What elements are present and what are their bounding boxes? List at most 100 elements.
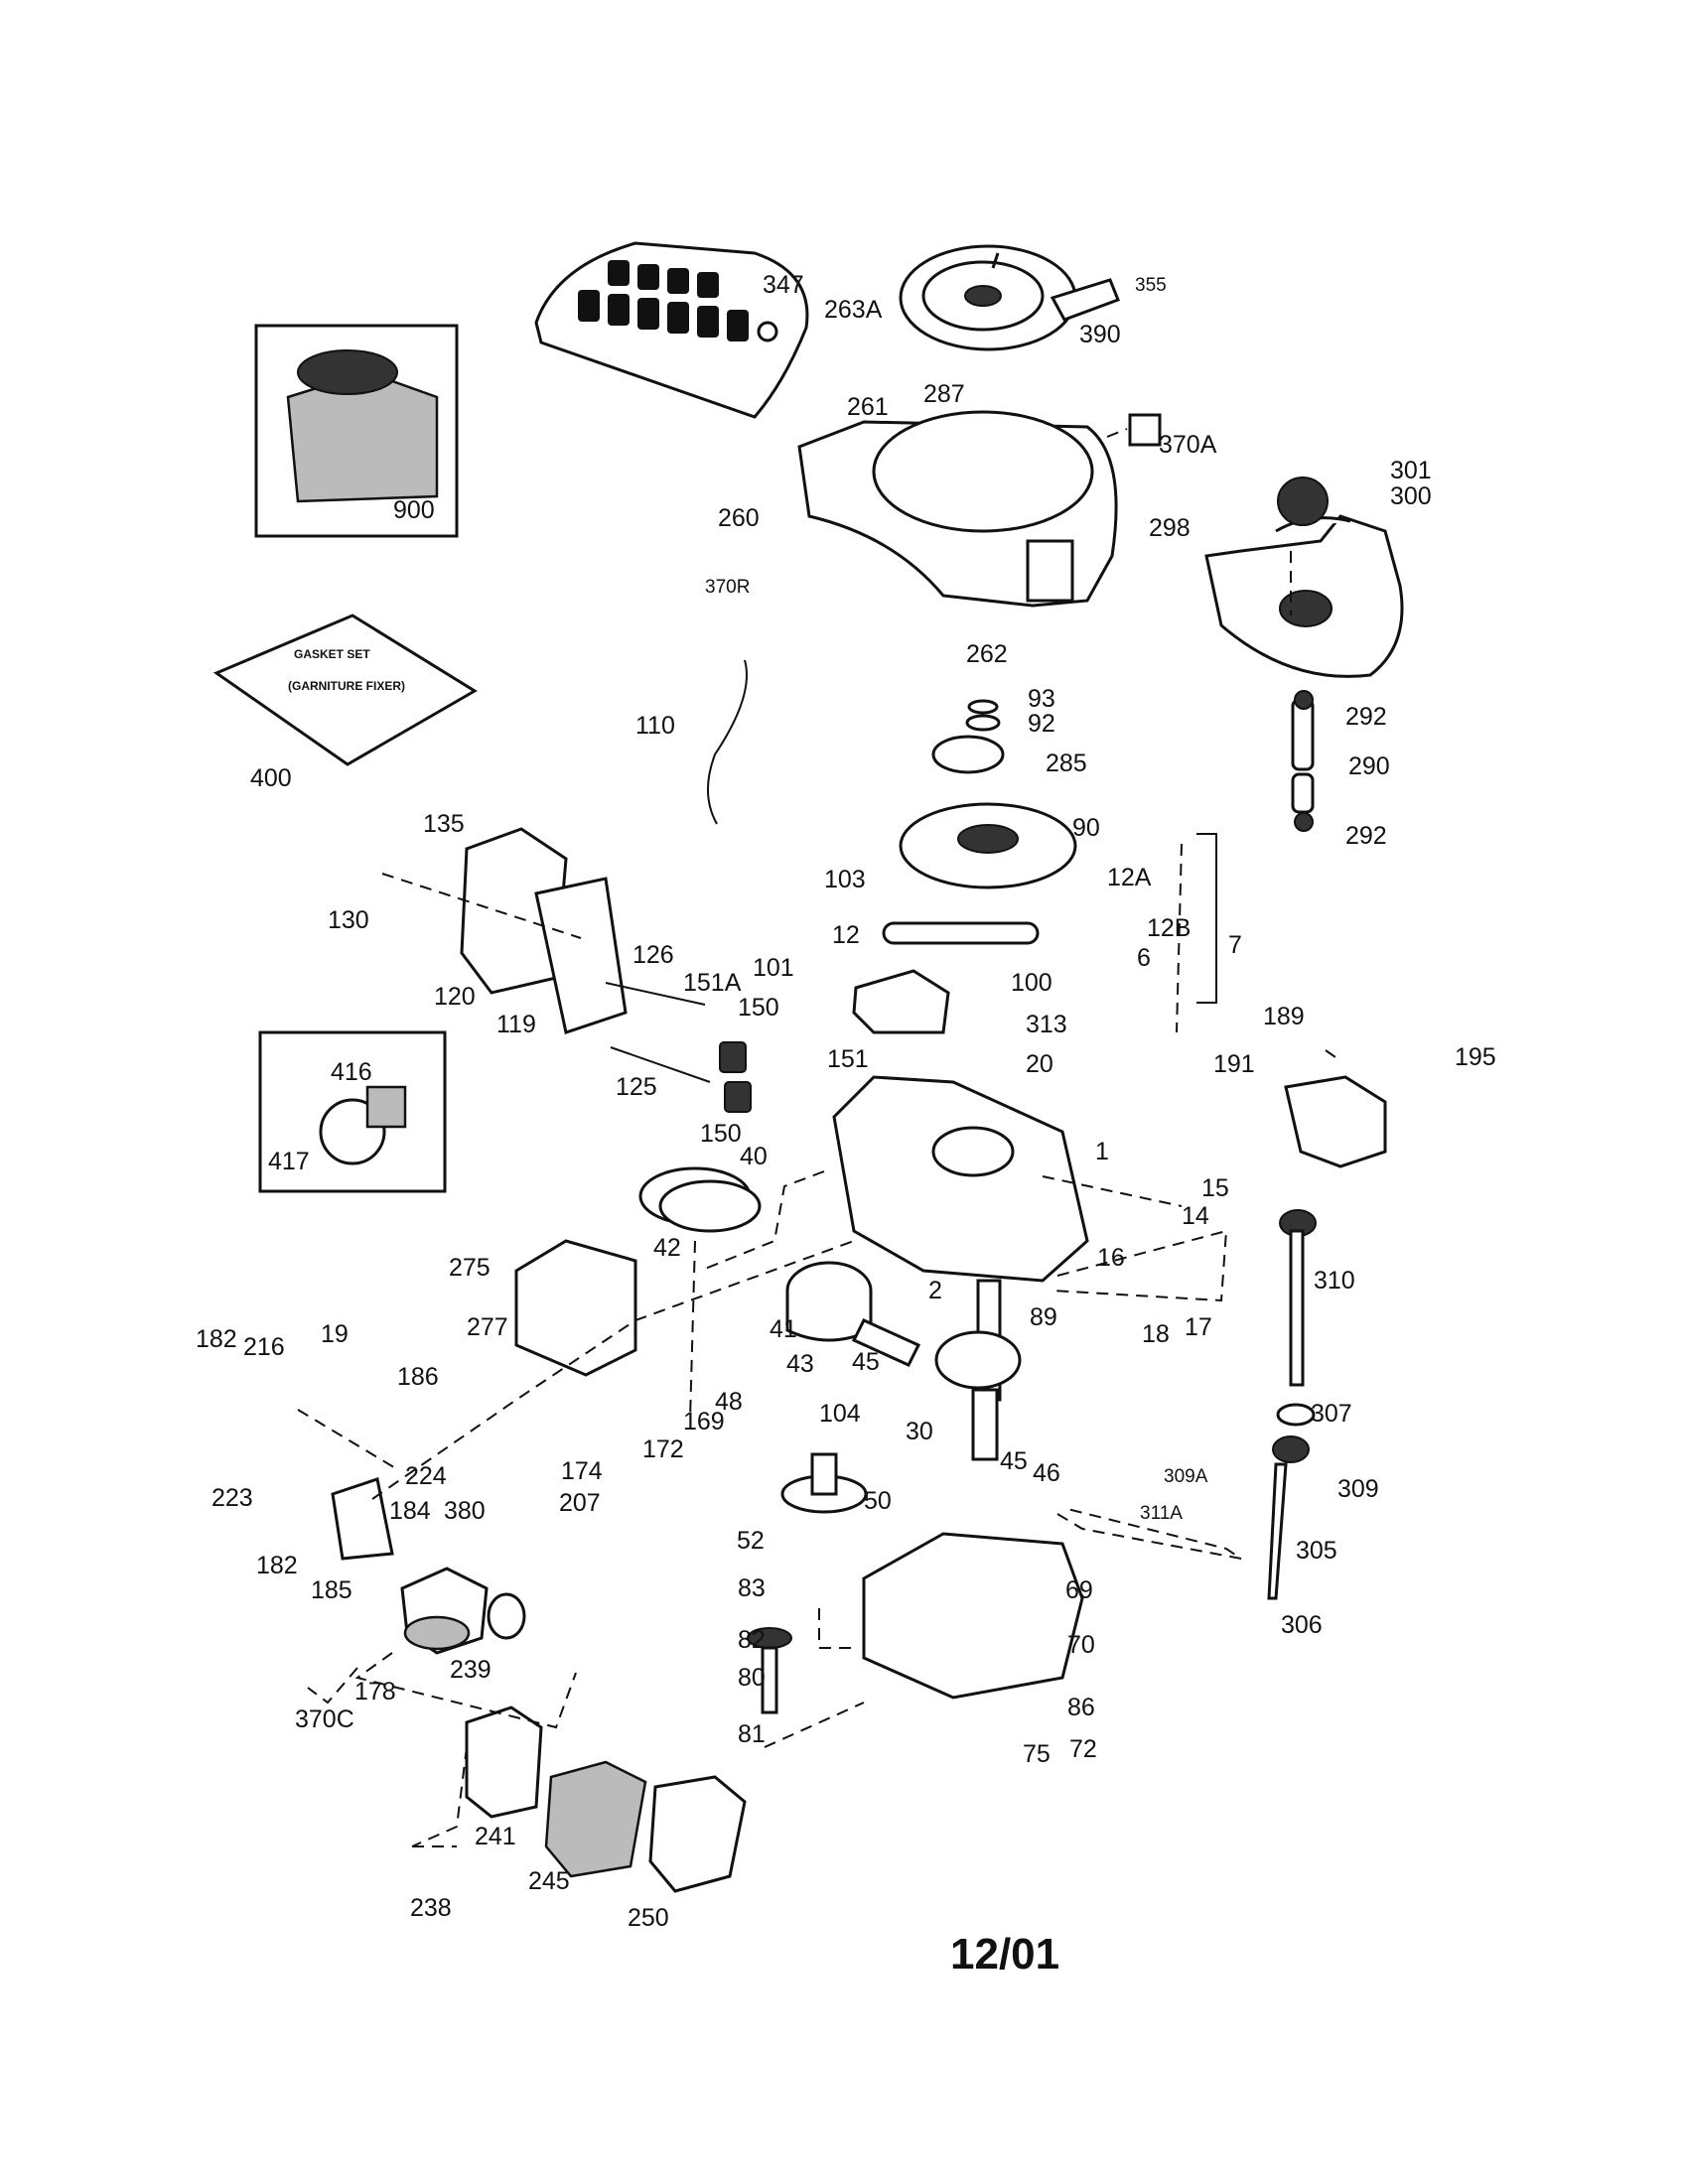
- engine-inset-box: [254, 324, 459, 538]
- fuel-tank: [1204, 514, 1404, 678]
- label-126: 126: [632, 941, 674, 969]
- exhaust-valve: [610, 1046, 711, 1083]
- label-151a: 151A: [683, 969, 742, 997]
- bracket-7: [1196, 833, 1217, 1004]
- flywheel: [899, 699, 1077, 889]
- label-195: 195: [1455, 1043, 1496, 1071]
- gasket-set-label: GASKET SET: [294, 647, 370, 661]
- label-309: 309: [1337, 1475, 1379, 1503]
- label-174: 174: [561, 1457, 603, 1485]
- label-301: 301: [1390, 457, 1432, 484]
- dash-182: [297, 1409, 398, 1470]
- label-48: 48: [715, 1388, 743, 1416]
- dash-7: [1176, 843, 1183, 1033]
- air-filter-element: [544, 1760, 647, 1878]
- label-90: 90: [1072, 814, 1100, 842]
- label-262: 262: [966, 640, 1008, 668]
- label-370c: 370C: [295, 1706, 354, 1733]
- label-17: 17: [1185, 1313, 1212, 1341]
- label-370r: 370R: [705, 577, 750, 598]
- label-2: 2: [928, 1277, 942, 1304]
- label-309a: 309A: [1164, 1466, 1208, 1487]
- label-191: 191: [1213, 1050, 1255, 1078]
- label-150-bottom: 150: [700, 1120, 742, 1148]
- air-filter-base: [465, 1706, 543, 1819]
- label-46: 46: [1033, 1459, 1060, 1487]
- label-347: 347: [763, 271, 804, 299]
- blower-housing: [797, 410, 1118, 608]
- label-370a: [1128, 413, 1162, 447]
- date-code: 12/01: [950, 1930, 1059, 1979]
- label-186: 186: [397, 1363, 439, 1391]
- label-390: 390: [1079, 321, 1121, 348]
- label-45-rod: 45: [852, 1348, 880, 1376]
- label-75: 75: [1023, 1740, 1051, 1768]
- gasket-set-sublabel: (GARNITURE FIXER): [288, 679, 405, 693]
- label-110: 110: [635, 712, 675, 740]
- label-89: 89: [1030, 1303, 1057, 1331]
- dipstick: [1279, 1209, 1317, 1387]
- label-311a: 311A: [1140, 1503, 1183, 1524]
- label-119: 119: [496, 1011, 536, 1038]
- dash-40: [699, 1170, 825, 1272]
- dash-16-17: [1052, 1229, 1228, 1302]
- label-72: 72: [1069, 1735, 1097, 1763]
- label-120: 120: [434, 983, 476, 1011]
- label-69: 69: [1065, 1576, 1093, 1604]
- gasket-set-envelope: GASKET SET (GARNITURE FIXER): [212, 614, 478, 766]
- label-41: 41: [770, 1315, 797, 1343]
- label-245: 245: [528, 1867, 570, 1895]
- label-1: 1: [1095, 1138, 1109, 1165]
- label-310: 310: [1314, 1267, 1355, 1295]
- intake-valve: [605, 982, 706, 1006]
- label-14: 14: [1182, 1202, 1209, 1230]
- label-135: 135: [423, 810, 465, 838]
- label-292-top: 292: [1345, 703, 1387, 731]
- label-184: 184: [389, 1497, 431, 1525]
- label-18: 18: [1142, 1320, 1170, 1348]
- label-241: 241: [475, 1823, 516, 1850]
- dash-15: [1042, 1175, 1183, 1207]
- dash-carb-block: [371, 1240, 855, 1500]
- dash-69-311a: [1056, 1508, 1242, 1560]
- label-290: 290: [1348, 752, 1390, 780]
- label-80: 80: [738, 1664, 766, 1692]
- piston-rings: [638, 1166, 762, 1233]
- label-12b: 12B: [1147, 914, 1191, 942]
- label-182-top: 182: [196, 1325, 237, 1353]
- gasket-239: [487, 1592, 526, 1640]
- screw-347-lead: [991, 252, 1000, 269]
- dash-83: [818, 1608, 854, 1649]
- label-224: 224: [405, 1462, 447, 1490]
- dash-241: [411, 1746, 468, 1847]
- label-150-top: 150: [738, 994, 779, 1022]
- label-263a: 263A: [824, 296, 883, 324]
- label-185: 185: [311, 1576, 352, 1604]
- crankcase-cover: [862, 1532, 1084, 1700]
- cylinder-head: [460, 827, 628, 1034]
- label-6: 6: [1137, 944, 1151, 972]
- engine-block: [832, 1075, 1089, 1283]
- inset-416-box: [258, 1030, 447, 1193]
- label-30: 30: [906, 1418, 933, 1445]
- label-292-bottom: 292: [1345, 822, 1387, 850]
- label-151: 151: [827, 1045, 869, 1073]
- label-86: 86: [1067, 1694, 1095, 1721]
- label-216: 216: [243, 1333, 285, 1361]
- dash-370a: [1106, 428, 1128, 438]
- label-42: 42: [653, 1234, 681, 1262]
- label-307: 307: [1311, 1400, 1352, 1428]
- label-300: 300: [1390, 482, 1432, 510]
- label-900: 900: [393, 496, 435, 524]
- control-bracket: [1284, 1075, 1387, 1168]
- label-172: 172: [642, 1435, 684, 1463]
- connecting-rod: [851, 1318, 921, 1367]
- label-417: 417: [268, 1148, 310, 1175]
- fill-tube: [1267, 1435, 1310, 1600]
- part-number-labels: 347 355 263A 390 287 261 370A 260 370R 2…: [196, 271, 1496, 1932]
- dash-130: [381, 873, 582, 939]
- label-52: 52: [737, 1527, 765, 1555]
- dash-81: [764, 1702, 865, 1748]
- label-223: 223: [211, 1484, 253, 1512]
